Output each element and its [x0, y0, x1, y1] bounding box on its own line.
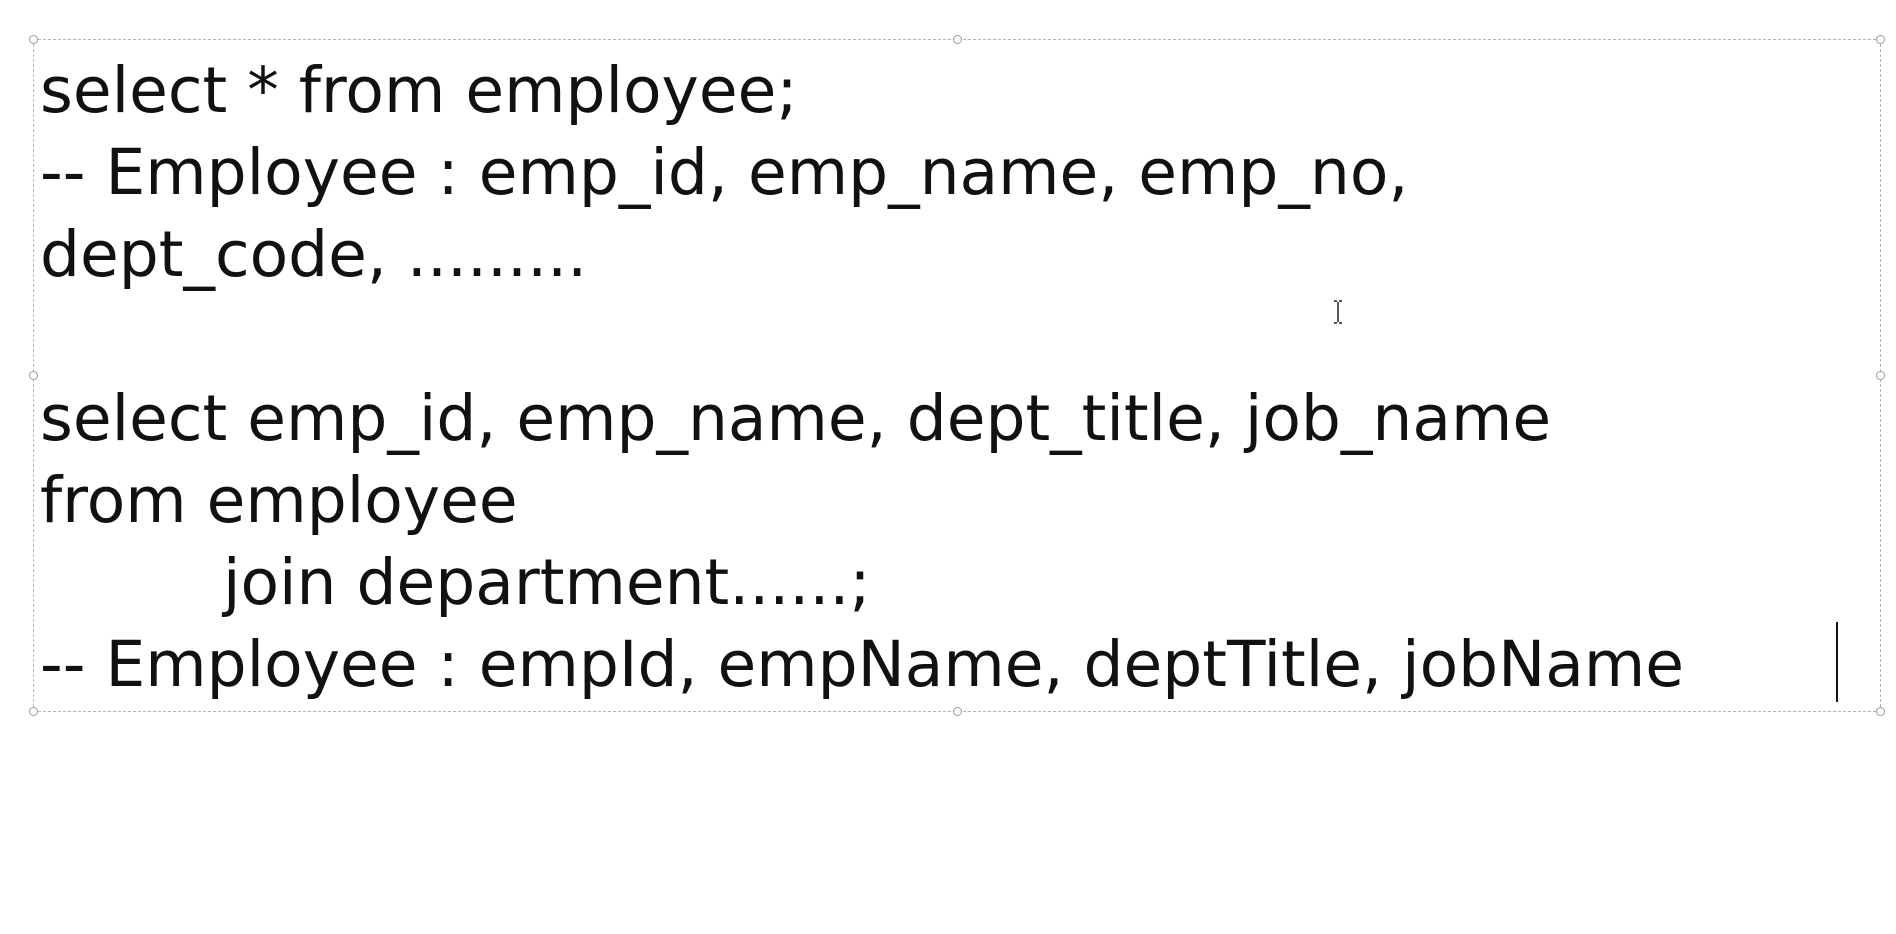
text-caret — [1836, 622, 1838, 702]
resize-handle-middle-right[interactable] — [1876, 371, 1885, 380]
resize-handle-bottom-right[interactable] — [1876, 707, 1885, 716]
resize-handle-bottom-left[interactable] — [29, 707, 38, 716]
comment-line: -- Employee : emp_id, emp_name, emp_no, — [40, 136, 1409, 209]
resize-handle-middle-left[interactable] — [29, 371, 38, 380]
resize-handle-top-left[interactable] — [29, 35, 38, 44]
resize-handle-top-right[interactable] — [1876, 35, 1885, 44]
code-line: join department......; — [223, 546, 871, 619]
code-line: from employee — [40, 464, 518, 537]
code-line: select emp_id, emp_name, dept_title, job… — [40, 382, 1552, 455]
comment-line: -- Employee : empId, empName, deptTitle,… — [40, 628, 1684, 701]
resize-handle-bottom-middle[interactable] — [953, 707, 962, 716]
code-line: select * from employee; — [40, 54, 798, 127]
resize-handle-top-middle[interactable] — [953, 35, 962, 44]
text-ibeam-icon — [1334, 300, 1342, 324]
comment-line: dept_code, ......... — [40, 218, 588, 291]
text-box[interactable] — [29, 35, 1885, 716]
